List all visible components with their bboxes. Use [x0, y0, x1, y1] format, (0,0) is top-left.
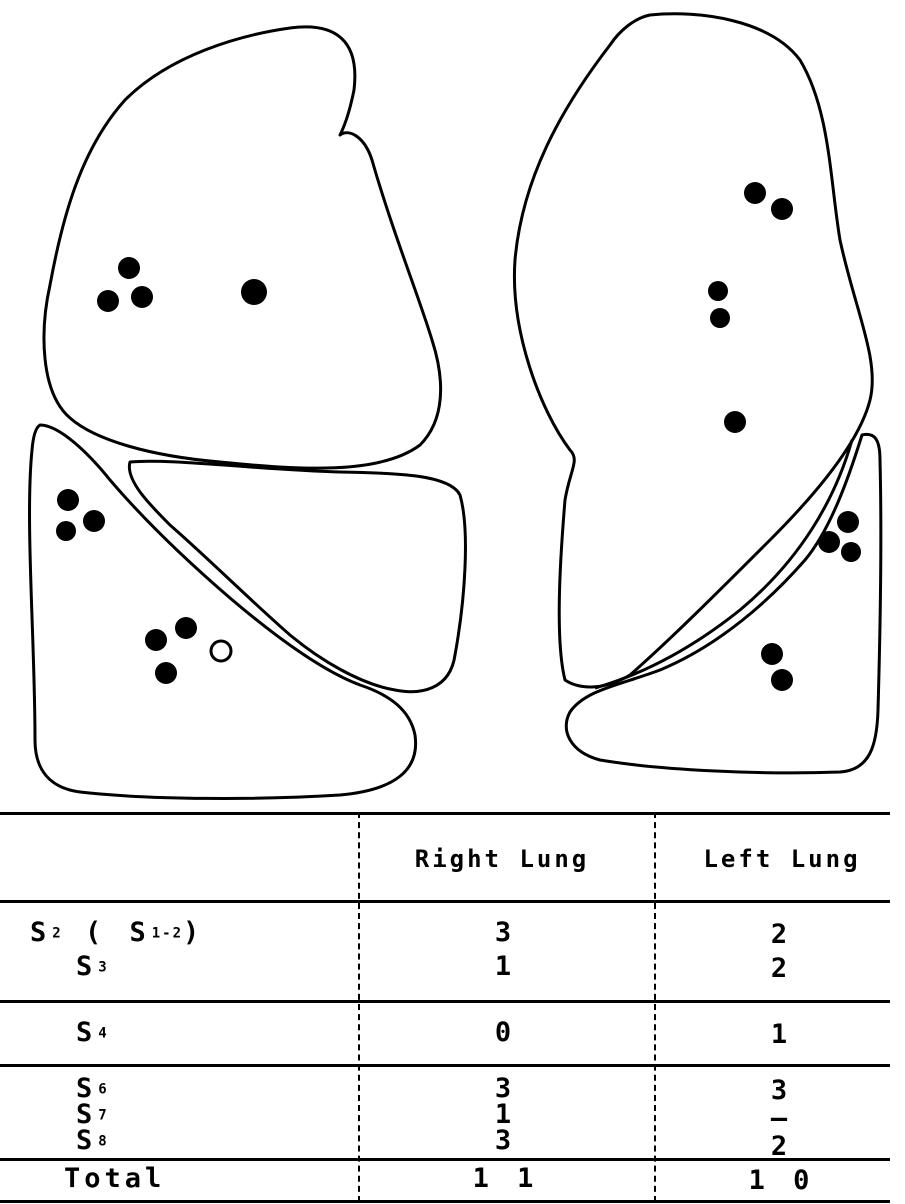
lesion-count-table: Right Lung Left Lung S2 ( S1-2) S3 3 1 2… [0, 812, 905, 1204]
lesion-dot [761, 643, 783, 665]
lesion-open-circle [211, 641, 231, 661]
s8-main: S [76, 1125, 98, 1156]
table-rule [0, 1064, 890, 1067]
s3-sub: 3 [98, 960, 108, 976]
left-lower-lobe-outline [566, 434, 881, 772]
lesion-dot [710, 308, 730, 328]
lesion-dot [841, 542, 861, 562]
table-rule [0, 1000, 890, 1003]
lesion-dot [771, 669, 793, 691]
total-label: Total [64, 1162, 165, 1196]
left-s2-count: 2 [692, 918, 872, 952]
s4-main: S [76, 1017, 98, 1048]
column-separator [654, 812, 656, 1202]
column-separator [358, 812, 360, 1202]
right-upper-lobe-outline [44, 27, 441, 468]
segment-label-s2: S2 ( S1-2) [30, 916, 205, 951]
s2-main: S [30, 917, 52, 948]
right-lower-lobe-outline [30, 425, 416, 798]
s3-main: S [76, 951, 98, 982]
left-s8-count: 2 [692, 1130, 872, 1164]
lesion-dot [837, 511, 859, 533]
lesion-dot [56, 521, 76, 541]
lesion-dot [155, 662, 177, 684]
lesion-dot [724, 411, 746, 433]
right-s3-count: 1 [416, 950, 596, 984]
lesion-dot [708, 281, 728, 301]
table-top-rule [0, 812, 890, 815]
s6-sub: 6 [98, 1082, 108, 1098]
right-s8-count: 3 [416, 1124, 596, 1158]
right-s2-count: 3 [416, 916, 596, 950]
right-s4-count: 0 [416, 1016, 596, 1050]
s2-sub: 2 [52, 926, 62, 942]
s2-paren-open: ( S [85, 917, 152, 948]
right-lower-lesions [56, 489, 197, 684]
left-upper-lesions [708, 182, 793, 433]
lesion-dot [818, 531, 840, 553]
left-total-count: 1 0 [692, 1164, 872, 1198]
left-fissure-line [595, 440, 852, 688]
segment-label-s3: S3 [76, 950, 109, 985]
table-bottom-rule [0, 1200, 890, 1203]
header-left-lung: Left Lung [692, 842, 872, 876]
left-s3-count: 2 [692, 952, 872, 986]
s8-sub: 8 [98, 1134, 108, 1150]
lesion-dot [118, 257, 140, 279]
lesion-dot [241, 279, 267, 305]
lesion-dot [175, 617, 197, 639]
lesion-dot [57, 489, 79, 511]
s2-paren-close: ) [183, 917, 205, 948]
right-upper-lesions [97, 257, 267, 312]
left-upper-lobe-outline [514, 14, 872, 687]
lesion-dot [83, 510, 105, 532]
lesion-dot [145, 629, 167, 651]
lesion-dot [97, 290, 119, 312]
lesion-dot [744, 182, 766, 204]
header-right-lung: Right Lung [412, 842, 592, 876]
right-total-count: 1 1 [416, 1162, 596, 1196]
table-rule [0, 900, 890, 903]
right-middle-lobe-outline [129, 461, 465, 691]
lesion-dot [771, 198, 793, 220]
segment-label-s4: S4 [76, 1016, 109, 1051]
left-lower-lesions [761, 511, 861, 691]
s7-sub: 7 [98, 1108, 108, 1124]
lesion-dot [131, 286, 153, 308]
lung-diagram [0, 0, 905, 810]
segment-label-s8: S8 [76, 1124, 109, 1159]
s2-paren-sub: 1-2 [152, 926, 183, 942]
left-s4-count: 1 [692, 1018, 872, 1052]
s4-sub: 4 [98, 1026, 108, 1042]
